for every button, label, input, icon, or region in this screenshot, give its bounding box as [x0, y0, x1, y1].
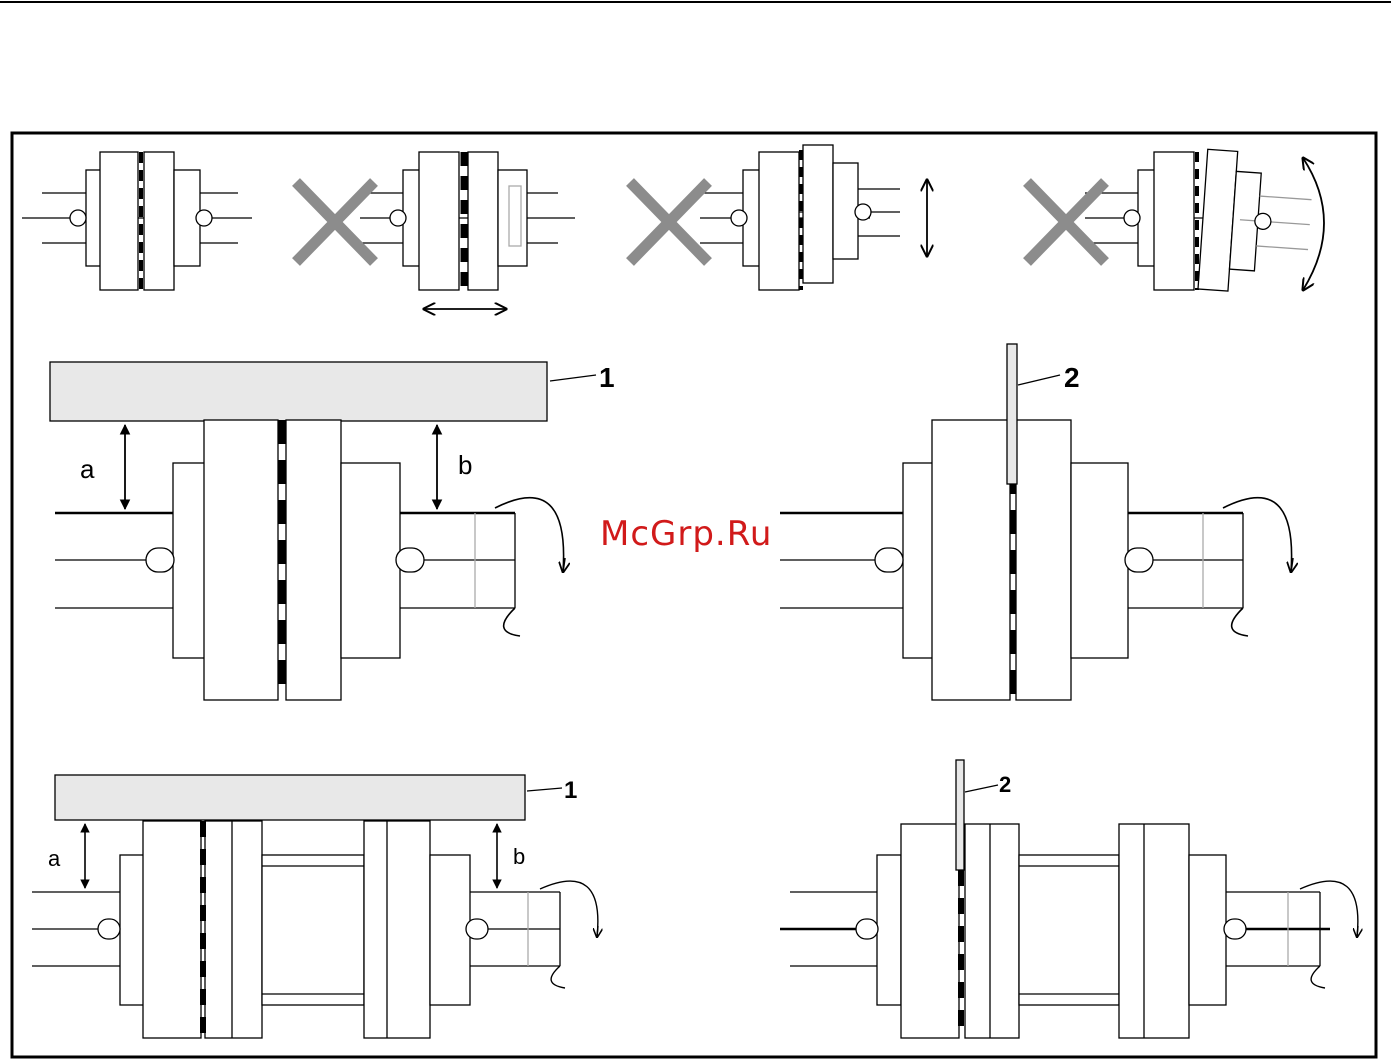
rotation-arrow-head: [597, 926, 598, 937]
coupling-axial-offset: [360, 152, 575, 290]
feeler-gauge-leader: [1018, 375, 1060, 385]
rotation-arrow-icon: [1300, 881, 1358, 988]
gap-a-label: a: [48, 846, 61, 871]
coupling-aligned: [22, 152, 252, 290]
feeler-gauge-blade: [1007, 344, 1017, 484]
ruler-leader: [550, 375, 596, 381]
spacer-coupling-feeler-gauge: [780, 760, 1330, 1038]
feeler-gauge-callout: 2: [1064, 362, 1080, 393]
cross-mark-icon: [296, 182, 374, 262]
spacer-coupling-ruler-check: [32, 775, 560, 1038]
watermark: McGrp.Ru: [600, 514, 772, 554]
ruler-check-coupling: [50, 362, 547, 700]
ruler-callout: 1: [564, 777, 577, 804]
feeler-gauge-leader: [965, 785, 998, 792]
gap-b-label: b: [458, 450, 472, 480]
straight-edge-ruler: [55, 775, 525, 820]
feeler-gauge-coupling: [780, 344, 1243, 700]
gap-a-label: a: [80, 454, 95, 484]
feeler-gauge-callout: 2: [999, 772, 1011, 797]
feeler-gauge-blade: [956, 760, 964, 870]
coupling-radial-offset: [700, 145, 900, 290]
coupling-angular-offset: [1085, 149, 1315, 296]
ruler-callout: 1: [599, 362, 615, 393]
ruler-leader: [527, 788, 562, 791]
cross-mark-icon: [630, 182, 708, 262]
rotation-arrow-icon: [1223, 498, 1292, 636]
cross-mark-icon: [1027, 182, 1105, 262]
rotation-arrow-icon: [495, 498, 564, 636]
rotation-arrow-head: [1357, 926, 1358, 937]
rotation-arrow-icon: [540, 881, 598, 988]
straight-edge-ruler: [50, 362, 547, 421]
gap-b-label: b: [513, 844, 525, 869]
